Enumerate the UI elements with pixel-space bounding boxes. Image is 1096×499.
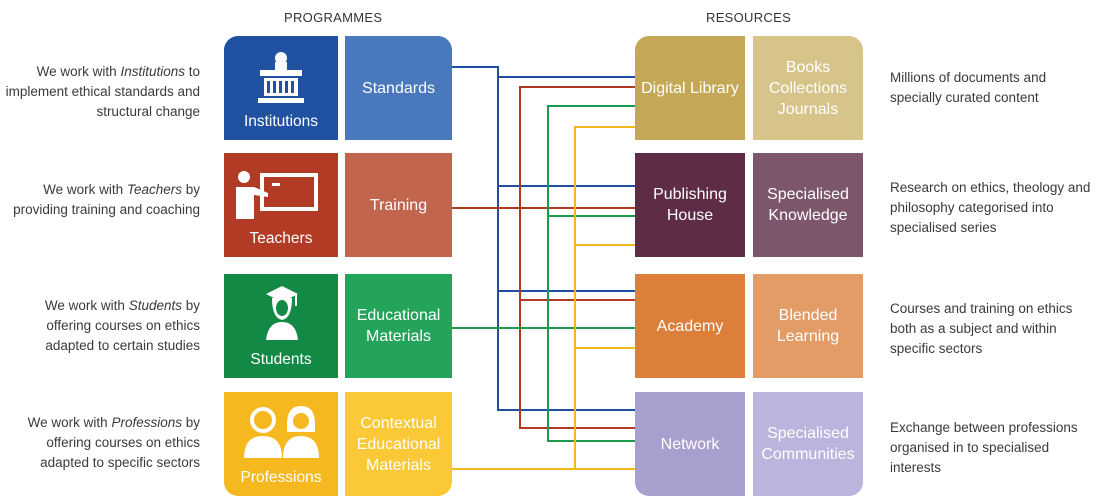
left-description-teachers: We work with Teachers by providing train… (0, 180, 200, 220)
desc-text: to implement ethical standards and struc… (5, 64, 200, 119)
detail-specialised-communities: Specialised Communities (753, 392, 863, 496)
students-connectors (452, 105, 635, 442)
left-description-institutions: We work with Institutions to implement e… (0, 62, 200, 122)
programme-standards: Standards (345, 36, 452, 140)
professions-label: Professions (240, 469, 322, 486)
programmes-header: PROGRAMMES (284, 10, 383, 25)
left-description-students: We work with Students by offering course… (0, 296, 200, 356)
resource-publishing-house: Publishing House (635, 153, 745, 257)
resource-digital-library: Digital Library (635, 36, 745, 140)
desc-emphasis: Teachers (126, 182, 182, 197)
right-description-network: Exchange between professions organised i… (890, 420, 1078, 475)
students-label: Students (250, 351, 312, 368)
detail-blended-learning: Blended Learning (753, 274, 863, 378)
resource-academy: Academy (635, 274, 745, 378)
students-tile: Students (224, 274, 338, 378)
desc-emphasis: Students (128, 298, 182, 313)
institutions-connectors (452, 66, 635, 411)
teachers-connectors (452, 86, 635, 429)
teachers-label: Teachers (249, 230, 313, 247)
desc-text: by offering courses on ethics adapted to… (40, 415, 200, 470)
programme-training: Training (345, 153, 452, 257)
programme-educational-materials: Educational Materials (345, 274, 452, 378)
professions-tile: Professions (224, 392, 338, 496)
resource-network: Network (635, 392, 745, 496)
desc-text: by providing training and coaching (13, 182, 200, 217)
graduate-student-icon (266, 286, 298, 340)
institutions-label: Institutions (243, 113, 319, 130)
left-description-professions: We work with Professions by offering cou… (0, 413, 200, 473)
resources-header: RESOURCES (706, 10, 792, 25)
teacher-board-icon (236, 171, 318, 219)
teachers-tile: Teachers (224, 153, 338, 257)
desc-text: We work with (36, 64, 121, 79)
institution-building-icon (258, 52, 304, 103)
desc-text: We work with (43, 182, 127, 197)
programme-contextual-educational-materials: Contextual Educational Materials (345, 392, 452, 496)
professions-connectors (452, 126, 635, 470)
detail-books-collections-journals: Books Collections Journals (753, 36, 863, 140)
detail-specialised-knowledge: Specialised Knowledge (753, 153, 863, 257)
desc-text: We work with (44, 298, 129, 313)
desc-emphasis: Professions (111, 415, 182, 430)
right-description-academy: Courses and training on ethics both as a… (890, 301, 1073, 356)
desc-text: We work with (27, 415, 112, 430)
institutions-tile: Institutions (224, 36, 338, 140)
professionals-icon (244, 406, 319, 458)
right-description-publishing-house: Research on ethics, theology and philoso… (890, 180, 1091, 235)
desc-emphasis: Institutions (120, 64, 185, 79)
right-description-digital-library: Millions of documents and specially cura… (890, 70, 1047, 105)
desc-text: by offering courses on ethics adapted to… (45, 298, 200, 353)
